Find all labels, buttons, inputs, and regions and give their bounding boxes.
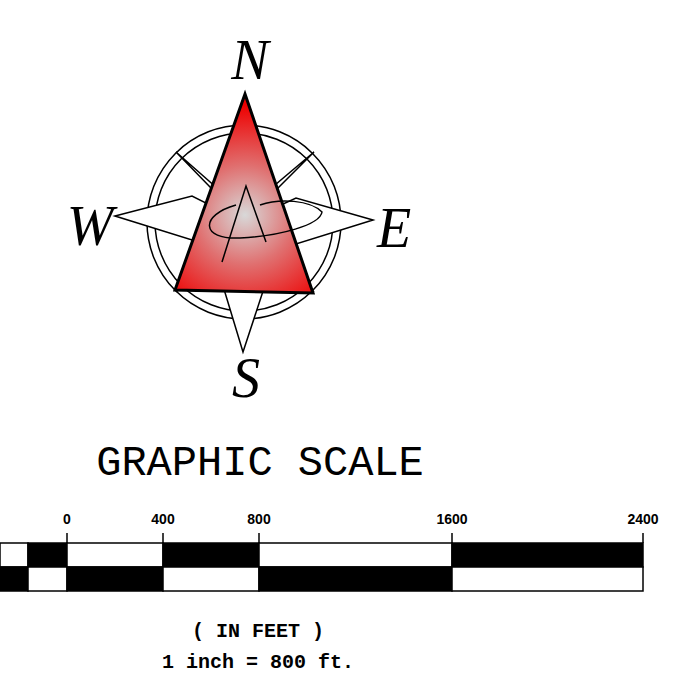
scale-ratio: 1 inch = 800 ft. [162, 653, 354, 673]
scale-tick-label: 400 [151, 512, 174, 526]
north-label: N [231, 32, 268, 88]
scale-tick-label: 2400 [627, 512, 658, 526]
scale-tick-label: 1600 [436, 512, 467, 526]
scale-title: GRAPHIC SCALE [96, 443, 424, 485]
compass-rose [115, 94, 373, 352]
scale-unit: ( IN FEET ) [192, 622, 324, 642]
west-label: W [67, 198, 114, 254]
scale-tick-label: 0 [63, 512, 71, 526]
graphic-scale-bar [0, 533, 643, 591]
east-label: E [377, 200, 411, 256]
south-label: S [232, 350, 260, 406]
scale-tick-label: 800 [247, 512, 270, 526]
